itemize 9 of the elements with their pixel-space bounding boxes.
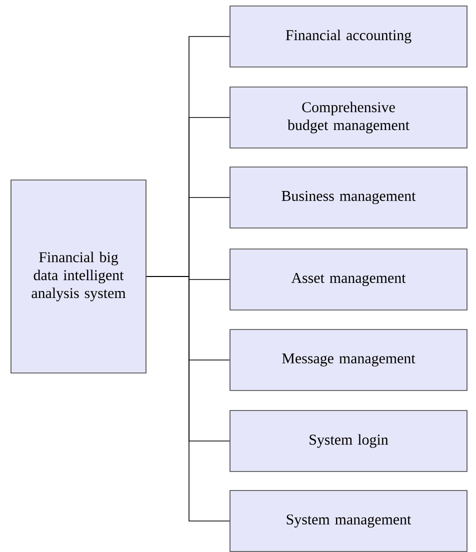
- module-box: System login: [230, 410, 468, 472]
- module-box: Message management: [230, 329, 468, 391]
- connector-line: [146, 276, 230, 522]
- system-box: Financial big data intelligent analysis system: [10, 180, 146, 374]
- module-box: Asset management: [230, 248, 468, 310]
- module-box: Financial accounting: [230, 6, 468, 68]
- module-box: System management: [230, 490, 468, 552]
- module-box: Comprehensive budget management: [230, 86, 468, 148]
- module-box: Business management: [230, 166, 468, 228]
